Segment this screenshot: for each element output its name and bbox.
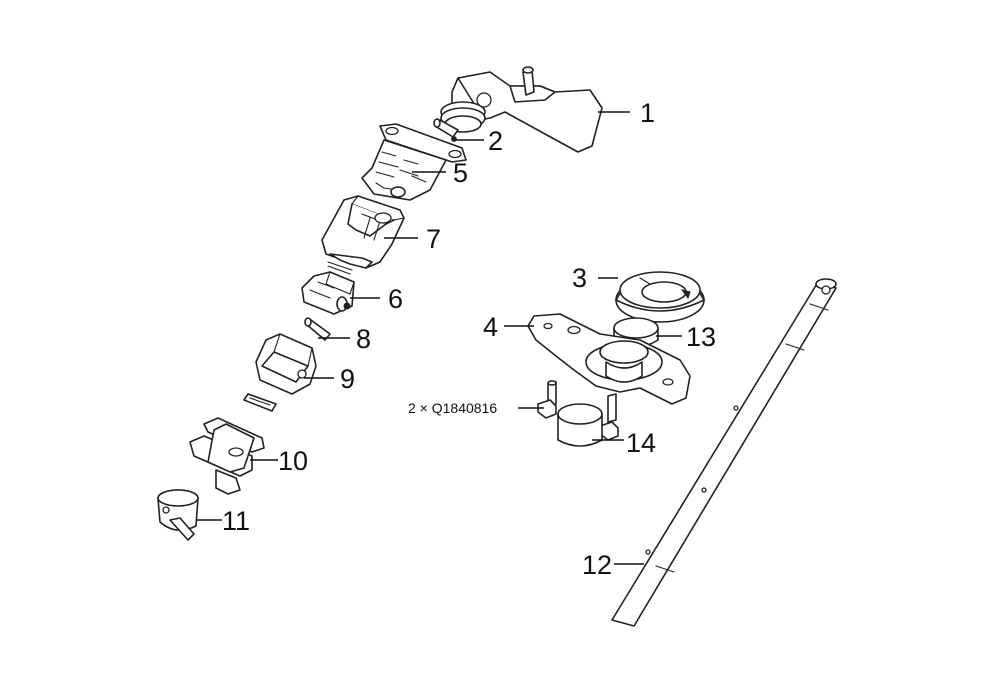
part-11-coupling bbox=[157, 489, 199, 541]
leader-lines bbox=[196, 111, 682, 565]
part-8-small-pin bbox=[304, 317, 331, 341]
callout-14: 14 bbox=[626, 428, 656, 458]
part-5-cover-plate bbox=[361, 123, 467, 201]
bolt-left bbox=[537, 380, 557, 419]
part-3-upper-disc bbox=[615, 271, 705, 323]
callout-8: 8 bbox=[356, 324, 371, 354]
callout-11: 11 bbox=[222, 506, 250, 536]
callout-10: 10 bbox=[278, 446, 308, 476]
callout-13: 13 bbox=[686, 322, 716, 352]
callout-7: 7 bbox=[426, 224, 441, 254]
callout-9: 9 bbox=[340, 364, 355, 394]
bolt-right bbox=[599, 393, 619, 441]
callout-2: 2 bbox=[488, 126, 503, 156]
callout-6: 6 bbox=[388, 284, 403, 314]
part-7-gate-block bbox=[321, 195, 405, 269]
bolt-quantity-note: 2 × Q1840816 bbox=[408, 400, 497, 416]
part-9-guide-block bbox=[255, 333, 317, 395]
callout-4: 4 bbox=[483, 312, 498, 342]
callout-1: 1 bbox=[640, 98, 655, 128]
part-14-bushing bbox=[557, 403, 603, 447]
callout-12: 12 bbox=[582, 550, 612, 580]
part-6-detent-block bbox=[301, 261, 355, 315]
part-2-pin bbox=[433, 118, 459, 142]
roll-pin bbox=[243, 393, 277, 412]
callout-5: 5 bbox=[453, 158, 468, 188]
part-1-shift-lever bbox=[440, 66, 603, 153]
callout-3: 3 bbox=[572, 263, 587, 293]
part-12-shift-shaft bbox=[611, 278, 837, 627]
part-4-base-plate bbox=[527, 313, 691, 405]
part-10-lower-housing bbox=[189, 417, 265, 495]
